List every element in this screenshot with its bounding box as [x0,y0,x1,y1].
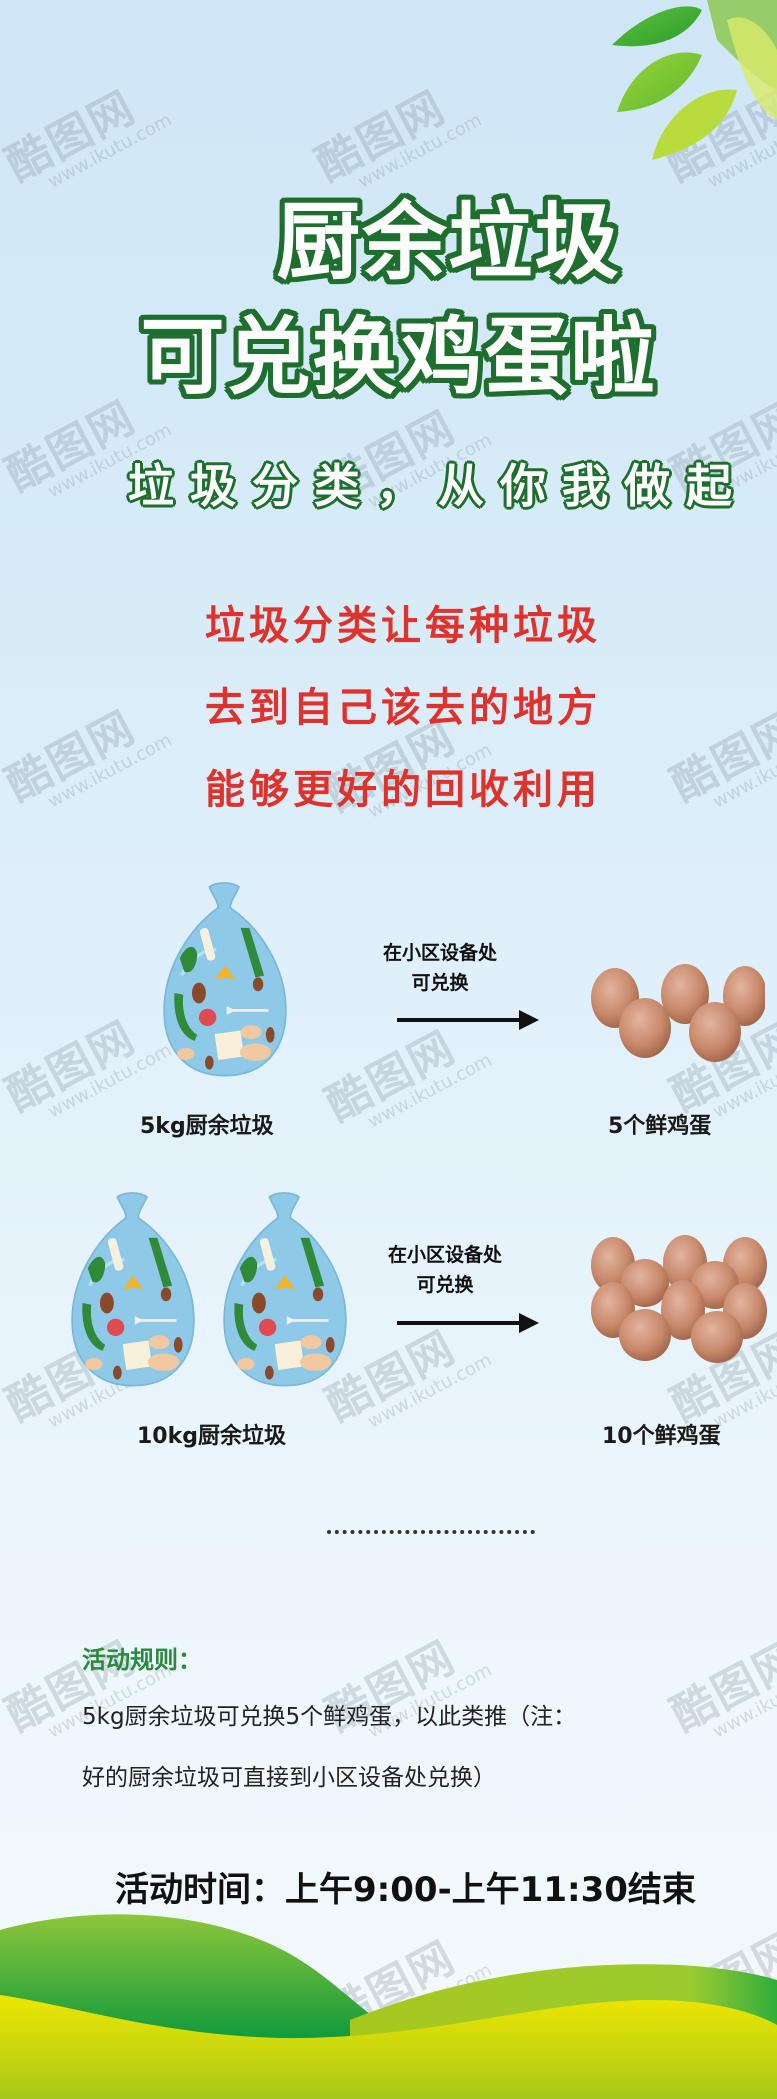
eggs-label: 10个鲜鸡蛋 [602,1424,721,1449]
arrow-right-icon [397,1010,539,1030]
subtitle: 垃圾分类，从你我做起 [128,459,748,513]
title-line-2: 可兑换鸡蛋啦 [140,308,657,406]
rules-text: 5kg厨余垃圾可兑换5个鲜鸡蛋，以此类推（注： [82,1704,577,1730]
title-line-1: 厨余垃圾 [276,193,621,291]
food-waste-bag-icon [210,1190,360,1390]
rules-text: 好的厨余垃圾可直接到小区设备处兑换） [82,1765,496,1791]
waste-label: 10kg厨余垃圾 [137,1424,286,1449]
waste-label: 5kg厨余垃圾 [140,1114,274,1139]
exchange-text: 在小区设备处 可兑换 [382,942,497,994]
slogan-line: 去到自己该去的地方 [205,685,601,731]
hills-decoration [0,1914,777,2099]
slogan: 垃圾分类让每种垃圾 去到自己该去的地方 能够更好的回收利用 [205,600,601,846]
rules-heading: 活动规则： [82,1646,202,1674]
food-waste-bag-icon [58,1190,208,1390]
divider [327,1530,535,1534]
eggs-icon [591,964,765,1062]
food-waste-bag-icon [140,880,310,1080]
eggs-icon [591,1235,767,1363]
slogan-line: 垃圾分类让每种垃圾 [205,603,601,649]
slogan-line: 能够更好的回收利用 [205,767,601,813]
activity-time: 活动时间：上午9:00-上午11:30结束 [115,1870,696,1910]
arrow-right-icon [397,1313,539,1333]
exchange-text: 在小区设备处 可兑换 [387,1244,502,1296]
eggs-label: 5个鲜鸡蛋 [608,1114,712,1139]
leaves-icon [612,0,777,160]
